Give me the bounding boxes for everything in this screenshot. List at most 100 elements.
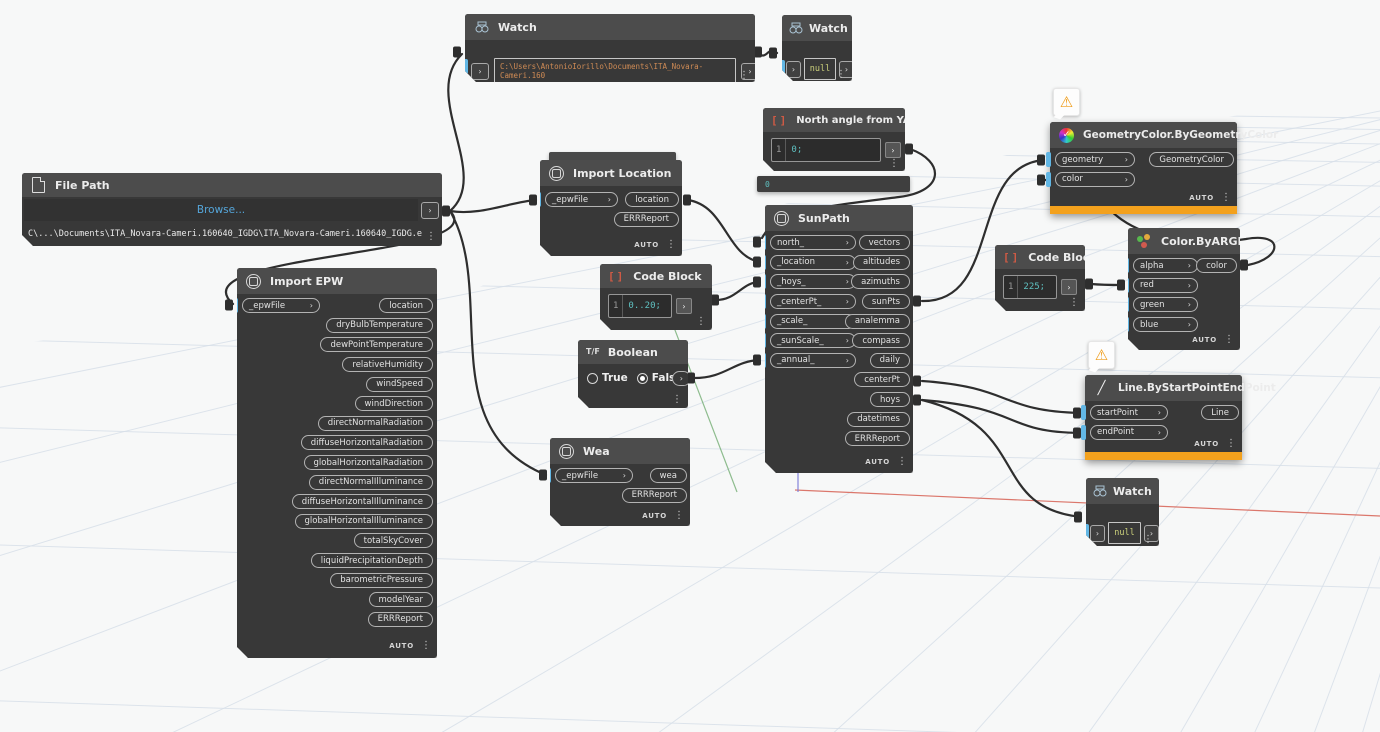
output-port[interactable]: diffuseHorizontalRadiation: [301, 435, 433, 450]
node-menu-icon[interactable]: ⋮: [666, 239, 676, 250]
node-header[interactable]: [] Code Block: [600, 264, 712, 288]
input-port[interactable]: _hoys_›: [770, 274, 856, 289]
node-header[interactable]: Color.ByARGB: [1128, 228, 1240, 254]
north-angle-preview-bubble[interactable]: 0: [757, 176, 910, 192]
output-port[interactable]: globalHorizontalRadiation: [304, 455, 434, 470]
wire[interactable]: [920, 398, 1083, 519]
lacing-label[interactable]: AUTO: [1194, 439, 1219, 448]
output-port[interactable]: analemma: [845, 314, 910, 329]
node-menu-icon[interactable]: ⋮: [889, 158, 899, 169]
output-port[interactable]: altitudes: [853, 255, 910, 270]
input-port[interactable]: _centerPt_›: [770, 294, 856, 309]
output-port[interactable]: wea: [650, 468, 687, 483]
node-menu-icon[interactable]: ⋮: [1143, 534, 1153, 545]
output-port[interactable]: windDirection: [355, 396, 434, 411]
warning-icon[interactable]: ⚠: [1053, 88, 1080, 116]
node-header[interactable]: Watch: [782, 15, 852, 41]
browse-button[interactable]: Browse...: [196, 204, 246, 216]
input-port[interactable]: green›: [1133, 297, 1198, 312]
node-menu-icon[interactable]: ⋮: [1226, 438, 1236, 449]
input-port-marker[interactable]: [780, 60, 785, 75]
input-port-marker[interactable]: [761, 314, 766, 329]
node-watch-bottom[interactable]: Watch › null › ⋮: [1086, 478, 1159, 546]
output-port[interactable]: modelYear: [369, 592, 433, 607]
output-port[interactable]: hoys: [870, 392, 910, 407]
lacing-label[interactable]: AUTO: [642, 511, 667, 520]
node-watch-top-right[interactable]: Watch › null › ⋮: [782, 15, 852, 81]
wire[interactable]: [686, 198, 762, 264]
input-port-marker[interactable]: [1124, 258, 1129, 273]
output-port[interactable]: ERRReport: [614, 212, 679, 227]
input-port-marker[interactable]: [1124, 297, 1129, 312]
input-port-marker[interactable]: [1124, 317, 1129, 332]
output-port[interactable]: Line: [1201, 405, 1239, 421]
node-menu-icon[interactable]: ⋮: [426, 231, 436, 242]
input-port[interactable]: _sunScale_›: [770, 333, 856, 348]
port-knob[interactable]: [453, 46, 461, 58]
input-port-marker[interactable]: [546, 468, 551, 483]
output-port[interactable]: liquidPrecipitationDepth: [311, 553, 433, 568]
port-knob[interactable]: [913, 375, 921, 387]
node-color-argb[interactable]: Color.ByARGB alpha›red›green›blue› color…: [1128, 228, 1240, 350]
output-port[interactable]: ERRReport: [845, 431, 910, 446]
output-port[interactable]: GeometryColor: [1149, 152, 1234, 168]
node-line-bystartpointendpoint[interactable]: ╱ Line.ByStartPointEndPoint startPoint›e…: [1081, 375, 1276, 460]
port-knob[interactable]: [711, 294, 719, 306]
output-port[interactable]: ›: [1061, 279, 1077, 295]
node-code-block-225[interactable]: [] Code Block 1 225; › ⋮: [995, 245, 1085, 311]
input-port-marker[interactable]: [761, 274, 766, 289]
input-port-marker[interactable]: [761, 353, 766, 368]
node-header[interactable]: ✓ GeometryColor.ByGeometryColor: [1050, 122, 1278, 148]
node-sunpath[interactable]: SunPath north_› _location› _hoys_› _centerP…: [765, 205, 913, 473]
port-knob[interactable]: [753, 236, 761, 248]
port-knob[interactable]: [769, 47, 777, 59]
node-header[interactable]: SunPath: [765, 205, 913, 231]
input-port-marker[interactable]: [463, 59, 468, 74]
output-port[interactable]: relativeHumidity: [342, 357, 433, 372]
node-header[interactable]: ╱ Line.ByStartPointEndPoint: [1085, 375, 1276, 401]
watch-value-box[interactable]: null: [804, 58, 836, 80]
input-port-marker[interactable]: [536, 192, 541, 207]
node-menu-icon[interactable]: ⋮: [1069, 297, 1079, 308]
node-menu-icon[interactable]: ⋮: [836, 69, 846, 80]
input-port-marker[interactable]: [761, 333, 766, 348]
node-header[interactable]: Import EPW: [237, 268, 437, 294]
node-boolean[interactable]: T∕F Boolean True False › ⋮: [578, 340, 688, 408]
node-menu-icon[interactable]: ⋮: [739, 70, 749, 81]
output-port[interactable]: datetimes: [847, 412, 910, 427]
port-knob[interactable]: [539, 469, 547, 481]
input-port-marker[interactable]: [1081, 405, 1086, 421]
lacing-label[interactable]: AUTO: [389, 641, 414, 650]
node-header[interactable]: [] Code Block: [995, 245, 1085, 269]
port-knob[interactable]: [1037, 154, 1045, 166]
output-port[interactable]: sunPts: [862, 294, 910, 309]
output-port[interactable]: azimuths: [851, 274, 910, 289]
input-port[interactable]: _annual_›: [770, 353, 856, 368]
output-port[interactable]: diffuseHorizontalIlluminance: [292, 494, 433, 509]
input-port[interactable]: endPoint›: [1090, 424, 1168, 440]
input-port-marker[interactable]: [1046, 152, 1051, 168]
input-port[interactable]: _scale_›: [770, 314, 856, 329]
port-knob[interactable]: [687, 372, 695, 384]
output-port[interactable]: location: [625, 192, 679, 207]
wire[interactable]: [920, 398, 1082, 435]
node-geometry-color[interactable]: ✓ GeometryColor.ByGeometryColor geometry…: [1046, 122, 1278, 214]
node-menu-icon[interactable]: ⋮: [1221, 192, 1231, 203]
wire[interactable]: [714, 280, 762, 302]
input-port-marker[interactable]: [1124, 278, 1129, 293]
port-knob[interactable]: [1073, 427, 1081, 439]
node-watch-top[interactable]: Watch › C:\Users\AntonioIorillo\Document…: [465, 14, 755, 82]
input-port[interactable]: _location›: [770, 255, 856, 270]
node-menu-icon[interactable]: ⋮: [672, 394, 682, 405]
output-port[interactable]: ›: [741, 63, 759, 80]
input-port[interactable]: north_›: [770, 235, 856, 250]
wire[interactable]: [448, 209, 548, 477]
input-port-marker[interactable]: [1046, 171, 1051, 187]
node-menu-icon[interactable]: ⋮: [897, 456, 907, 467]
input-port[interactable]: color›: [1055, 171, 1135, 187]
input-port-marker[interactable]: [761, 235, 766, 250]
lacing-label[interactable]: AUTO: [1192, 335, 1217, 344]
